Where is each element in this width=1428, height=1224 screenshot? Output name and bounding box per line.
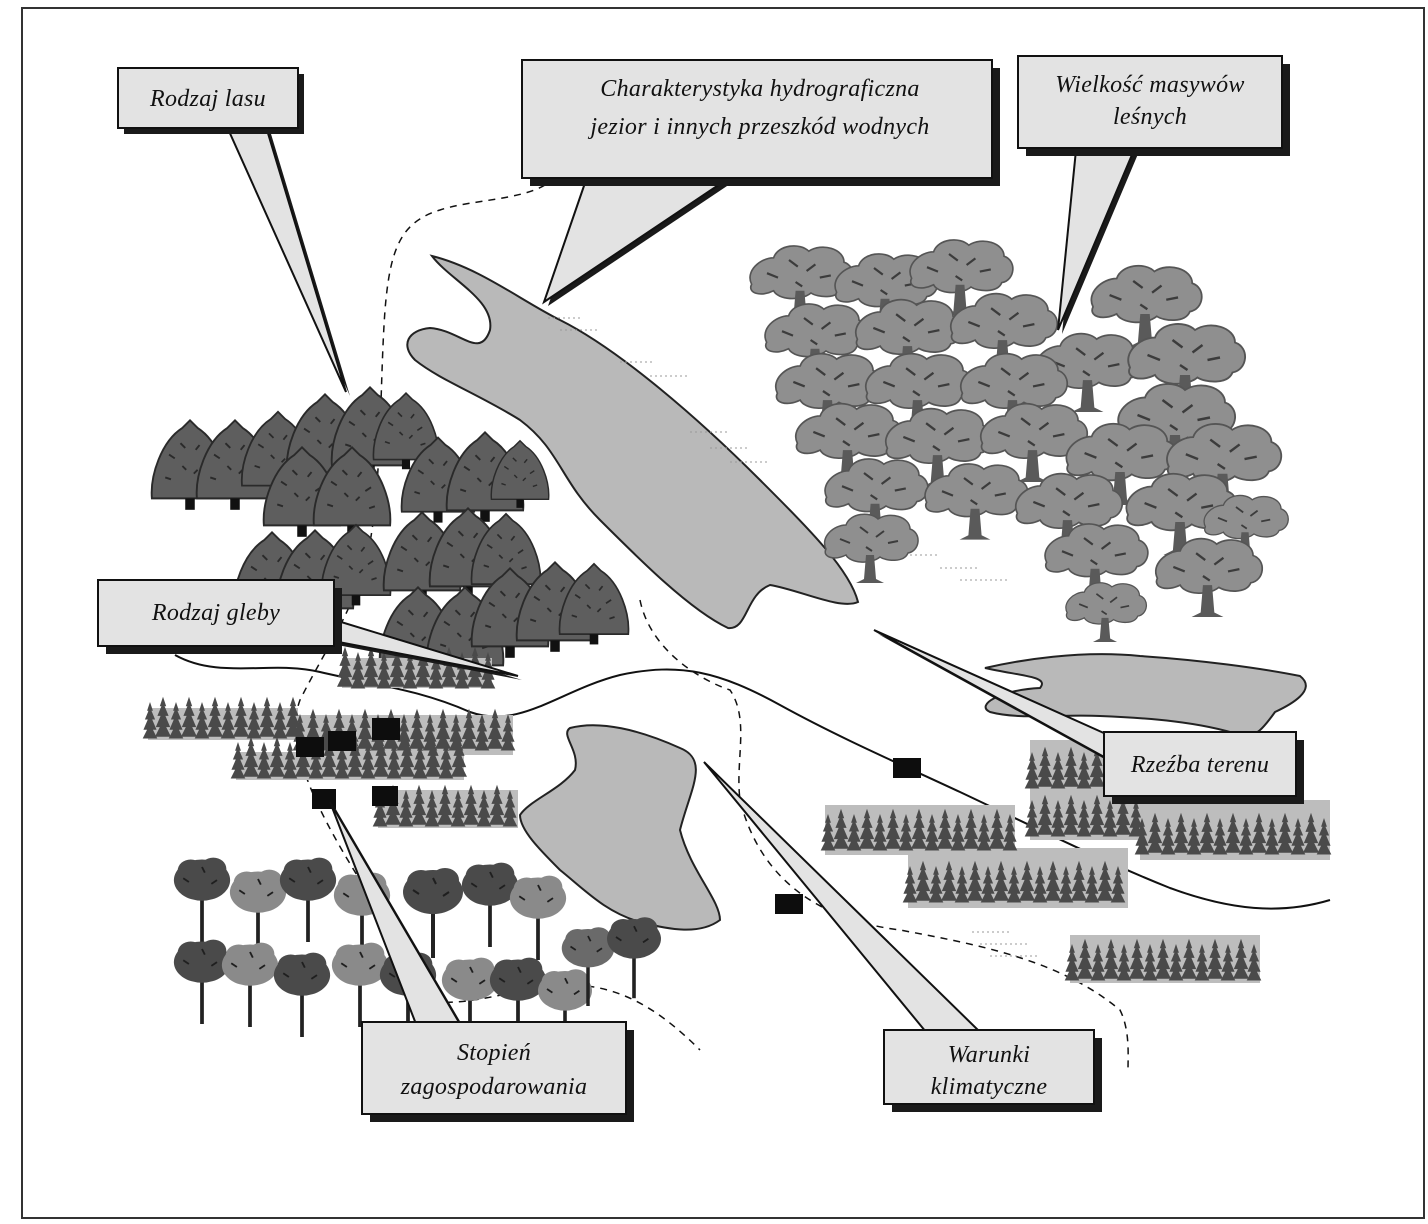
callout-hydrography: Charakterystyka hydrograficzna jezior i …: [521, 59, 1000, 306]
callout-climate: Warunki klimatyczne: [703, 761, 1102, 1112]
label-forest-size-line2: leśnych: [1113, 104, 1187, 130]
callout-soil-type: Rodzaj gleby: [97, 579, 522, 680]
building-icon: [372, 718, 400, 740]
building-icon: [328, 731, 356, 751]
label-climate-line1: Warunki: [948, 1042, 1031, 1068]
label-hydrography-line2: jezior i innych przeszkód wodnych: [587, 114, 929, 140]
label-soil-type: Rodzaj gleby: [151, 600, 280, 626]
label-climate-line2: klimatyczne: [931, 1074, 1048, 1100]
callout-forest-type: Rodzaj lasu: [117, 67, 350, 396]
building-icon: [296, 737, 324, 757]
callout-development: Stopień zagospodarowania: [329, 801, 634, 1122]
label-forest-size-line1: Wielkość masywów: [1055, 72, 1244, 98]
label-terrain: Rzeźba terenu: [1130, 752, 1269, 778]
south-lake: [518, 724, 722, 931]
label-development-line1: Stopień: [457, 1040, 531, 1066]
boundary-dashed-line-3: [419, 984, 701, 1051]
callout-terrain: Rzeźba terenu: [873, 629, 1304, 804]
building-icon: [372, 786, 398, 806]
building-icon: [893, 758, 921, 778]
water-shore-hatching: [548, 317, 1040, 957]
building-icon: [775, 894, 803, 914]
label-forest-type: Rodzaj lasu: [149, 86, 266, 112]
main-lake: [406, 254, 860, 630]
label-development-line2: zagospodarowania: [400, 1074, 588, 1100]
callout-forest-size: Wielkość masywów leśnych: [1017, 55, 1290, 334]
buildings: [296, 718, 921, 914]
label-hydrography-line1: Charakterystyka hydrograficzna: [600, 76, 919, 102]
